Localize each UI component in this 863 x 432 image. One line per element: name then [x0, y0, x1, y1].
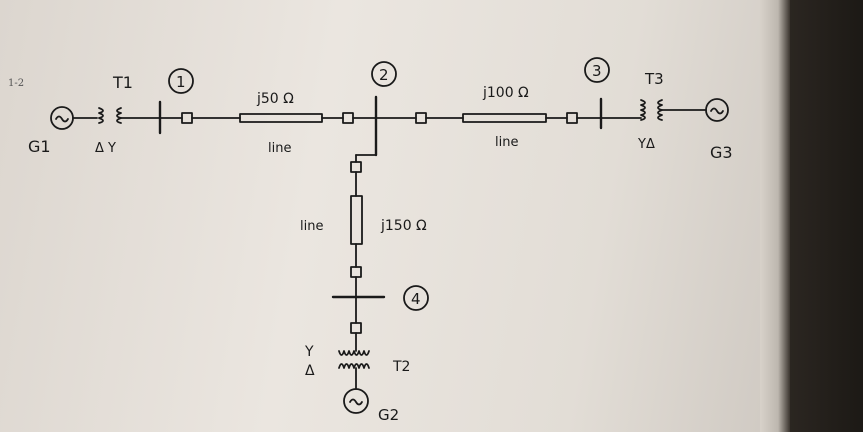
line-2-4-box: [350, 195, 363, 245]
transformer-t1-primary-coil: [98, 107, 104, 124]
transformer-t3-label: T3: [644, 70, 664, 88]
bus-3-number: 3: [592, 62, 602, 80]
breaker-4b: [350, 322, 362, 334]
breaker-2a: [342, 112, 354, 124]
line-1-2-box: [239, 113, 323, 123]
generator-g1-label: G1: [28, 137, 51, 156]
paper-sheet: [0, 0, 780, 432]
line-2-3-box: [462, 113, 547, 123]
bus-2-number: 2: [379, 66, 389, 84]
generator-g3-tilde: [710, 107, 724, 115]
breaker-1a: [181, 112, 193, 124]
transformer-t2-primary-coil: [338, 350, 370, 356]
line-2-3-impedance: j100 Ω: [482, 85, 529, 101]
bus-1-number: 1: [176, 73, 186, 91]
generator-g1-tilde: [55, 115, 69, 123]
background-desk: [790, 0, 863, 432]
bus-4-circle: [403, 285, 429, 311]
breaker-2b: [415, 112, 427, 124]
page-reference: 1-2: [8, 78, 25, 89]
breaker-3a: [566, 112, 578, 124]
line-2-4-label: line: [300, 219, 323, 234]
transformer-t3-connection: YΔ: [637, 137, 655, 152]
bus-3-circle: [584, 57, 610, 83]
transformer-t1-secondary-coil: [116, 107, 122, 124]
bus-1-circle: [168, 68, 194, 94]
line-2-3-label: line: [495, 135, 518, 150]
paper-edge: [760, 0, 790, 432]
generator-g2-circle: [343, 388, 369, 414]
bus-2-circle: [371, 61, 397, 87]
generator-g3-circle: [705, 98, 729, 122]
generator-g3-label: G3: [710, 143, 733, 162]
transformer-t2-connection-bottom: Δ: [305, 363, 315, 379]
transformer-t2-connection-top: Y: [304, 344, 314, 360]
transformer-t1-connection: Δ Y: [95, 141, 116, 156]
transformer-t1-label: T1: [112, 73, 133, 92]
transformer-t2-label: T2: [392, 359, 410, 375]
transformer-t3-primary-coil: [640, 99, 646, 121]
generator-g2-tilde: [349, 398, 363, 406]
transformer-t2-secondary-coil: [338, 363, 370, 369]
breaker-4a: [350, 266, 362, 278]
line-2-4-impedance: j150 Ω: [380, 218, 427, 234]
bus-4-number: 4: [411, 290, 421, 308]
line-1-2-impedance: j50 Ω: [256, 91, 294, 107]
generator-g2-label: G2: [378, 406, 399, 424]
line-1-2-label: line: [268, 141, 291, 156]
breaker-2c: [350, 161, 362, 173]
